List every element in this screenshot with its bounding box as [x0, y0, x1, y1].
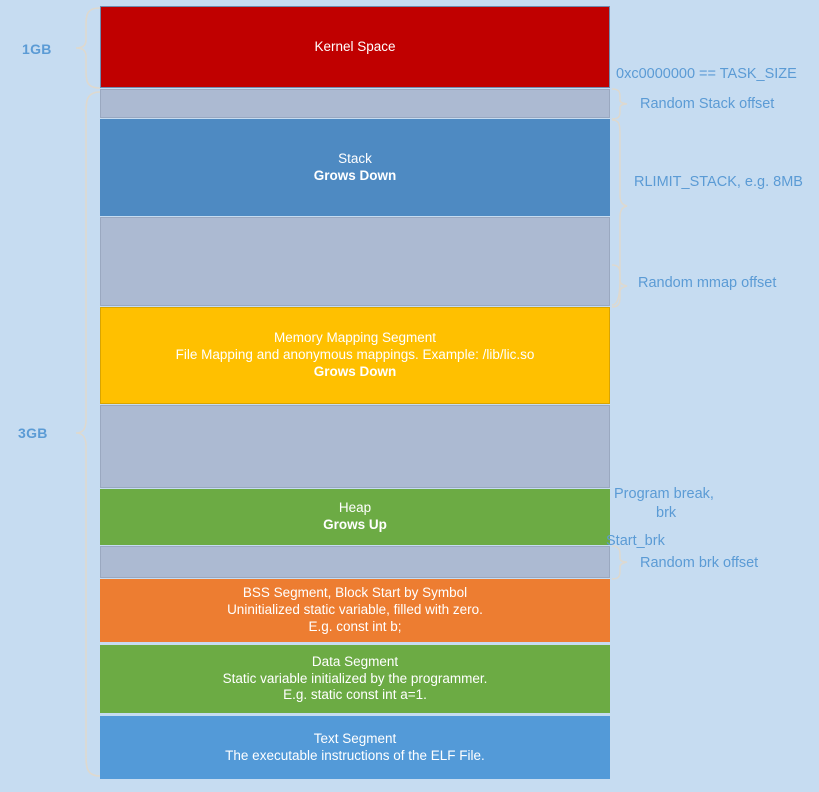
block-kernel-space-line-1: Kernel Space: [314, 38, 396, 54]
block-stack: Stack Grows Down: [100, 119, 610, 216]
block-kernel-space: Kernel Space: [100, 6, 610, 88]
annotation-program-break-line-2: brk: [656, 505, 677, 521]
block-text-segment: Text Segment The executable instructions…: [100, 716, 610, 779]
block-heap-line-1: Heap: [338, 500, 372, 516]
annotation-start-brk: Start_brk: [606, 533, 665, 549]
brace-random-stack-offset: [611, 88, 628, 120]
block-stack-line-2: Grows Down: [313, 167, 397, 183]
annotation-program-break-line-1: Program break,: [614, 486, 714, 502]
brace-user-3gb: [75, 91, 101, 777]
block-bss-line-2: Uninitialized static variable, filled wi…: [227, 602, 483, 618]
size-label-3gb: 3GB: [18, 425, 48, 441]
annotation-rlimit-stack: RLIMIT_STACK, e.g. 8MB: [634, 174, 803, 190]
block-stack-line-1: Stack: [338, 150, 372, 166]
gap-random-stack-offset: [100, 89, 610, 118]
block-mmap-line-1: Memory Mapping Segment: [273, 330, 437, 346]
annotation-random-brk-offset: Random brk offset: [640, 555, 759, 571]
block-data-line-1: Data Segment: [311, 653, 399, 669]
block-text-line-2: The executable instructions of the ELF F…: [225, 747, 485, 763]
block-data-line-3: E.g. static const int a=1.: [283, 687, 427, 703]
gap-mmap-heap: [100, 405, 610, 488]
block-text-line-1: Text Segment: [313, 730, 397, 746]
block-bss-segment: BSS Segment, Block Start by Symbol Unini…: [100, 579, 610, 642]
block-heap-line-2: Grows Up: [323, 517, 387, 532]
gap-random-brk-offset: [100, 546, 610, 578]
brace-rlimit-stack: [611, 119, 628, 306]
brace-random-mmap-offset: [611, 264, 628, 308]
annotation-random-mmap-offset: Random mmap offset: [638, 275, 777, 291]
block-bss-line-1: BSS Segment, Block Start by Symbol: [242, 585, 468, 601]
size-label-1gb: 1GB: [22, 41, 52, 57]
gap-stack-mmap: [100, 217, 610, 306]
block-memory-mapping-segment: Memory Mapping Segment File Mapping and …: [100, 307, 610, 404]
annotation-task-size: 0xc0000000 == TASK_SIZE: [616, 66, 797, 82]
annotation-random-stack-offset: Random Stack offset: [640, 96, 775, 112]
brace-kernel-1gb: [75, 7, 101, 89]
block-data-line-2: Static variable initialized by the progr…: [222, 670, 488, 686]
block-data-segment: Data Segment Static variable initialized…: [100, 645, 610, 713]
block-heap: Heap Grows Up: [100, 489, 610, 545]
block-mmap-line-3: Grows Down: [313, 363, 397, 379]
block-bss-line-3: E.g. const int b;: [308, 618, 402, 634]
block-mmap-line-2: File Mapping and anonymous mappings. Exa…: [175, 347, 535, 363]
